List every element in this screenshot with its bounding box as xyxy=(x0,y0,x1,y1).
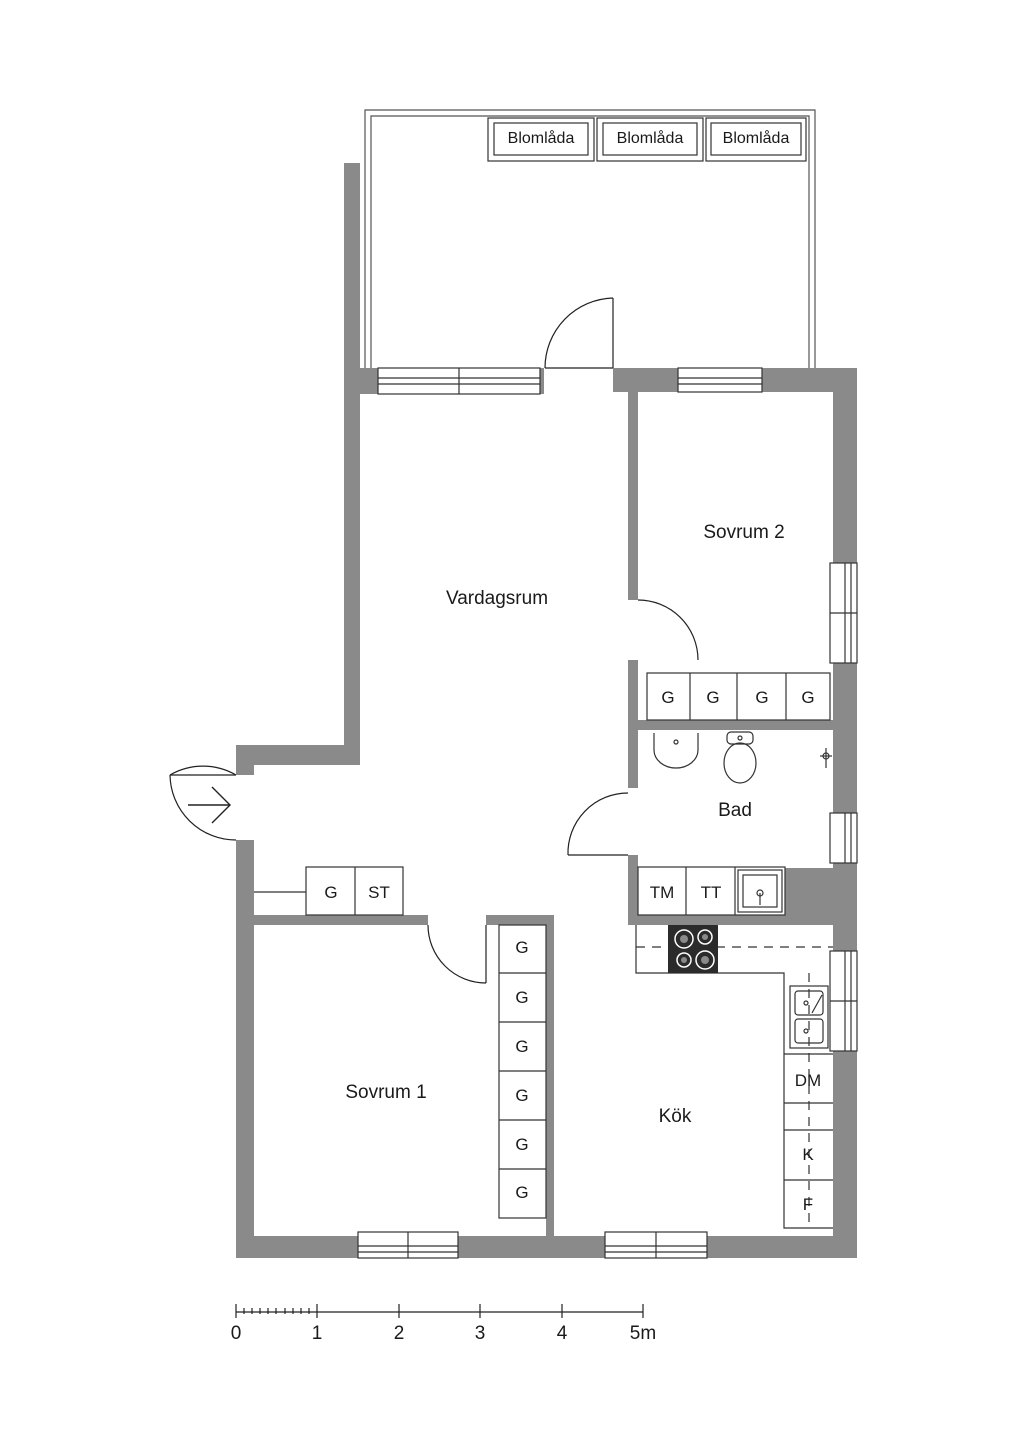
flower-box-label: Blomlåda xyxy=(723,129,790,147)
wardrobe-label: G xyxy=(515,1183,528,1202)
wardrobe-label: G xyxy=(661,688,674,707)
room-label-sovrum-2: Sovrum 2 xyxy=(703,522,784,543)
scale-label: 0 xyxy=(231,1323,242,1344)
sovrum-1-wardrobes: G G G G G G xyxy=(498,924,547,1219)
laundry-units: TM TT xyxy=(637,866,786,916)
flower-boxes: Blomlåda Blomlåda Blomlåda xyxy=(487,117,807,162)
sovrum-2-wardrobes: G G G G xyxy=(646,672,831,721)
windows xyxy=(357,367,858,1259)
scale-label: 5m xyxy=(630,1323,656,1344)
scale-bar xyxy=(235,1304,644,1318)
storage-label: G xyxy=(324,883,337,902)
doors xyxy=(169,297,699,984)
room-label-sovrum-1: Sovrum 1 xyxy=(345,1082,426,1103)
interior-walls xyxy=(254,392,833,1236)
room-label-bad: Bad xyxy=(718,800,752,821)
scale-label: 3 xyxy=(475,1323,486,1344)
scale-label: 2 xyxy=(394,1323,405,1344)
entrance-arrow-icon xyxy=(188,786,231,824)
flower-box-label: Blomlåda xyxy=(617,129,684,147)
room-label-kok: Kök xyxy=(659,1106,692,1127)
scale-label: 4 xyxy=(557,1323,568,1344)
wardrobe-label: G xyxy=(515,988,528,1007)
bathroom-sink-icon xyxy=(653,733,699,769)
storage-label: ST xyxy=(368,883,390,902)
toilet-icon xyxy=(723,731,757,784)
washing-machine-label: TM xyxy=(650,883,675,902)
wardrobe-label: G xyxy=(515,1037,528,1056)
tumble-dryer-label: TT xyxy=(701,883,722,902)
stove-icon xyxy=(668,925,718,973)
wardrobe-label: G xyxy=(515,1086,528,1105)
shower-tap-icon xyxy=(820,748,832,768)
hall-storage: G ST xyxy=(254,866,404,916)
freezer-label: F xyxy=(803,1195,813,1214)
utility-sink-icon xyxy=(737,869,783,913)
kitchen-sink-icon xyxy=(789,985,829,1049)
fridge-label: K xyxy=(802,1145,814,1164)
wardrobe-label: G xyxy=(706,688,719,707)
flower-box-label: Blomlåda xyxy=(508,129,575,147)
wardrobe-label: G xyxy=(755,688,768,707)
wardrobe-label: G xyxy=(515,1135,528,1154)
room-label-vardagsrum: Vardagsrum xyxy=(446,588,548,609)
dishwasher-label: DM xyxy=(795,1071,821,1090)
wardrobe-label: G xyxy=(515,938,528,957)
balcony xyxy=(364,109,816,368)
scale-label: 1 xyxy=(312,1323,323,1344)
wardrobe-label: G xyxy=(801,688,814,707)
